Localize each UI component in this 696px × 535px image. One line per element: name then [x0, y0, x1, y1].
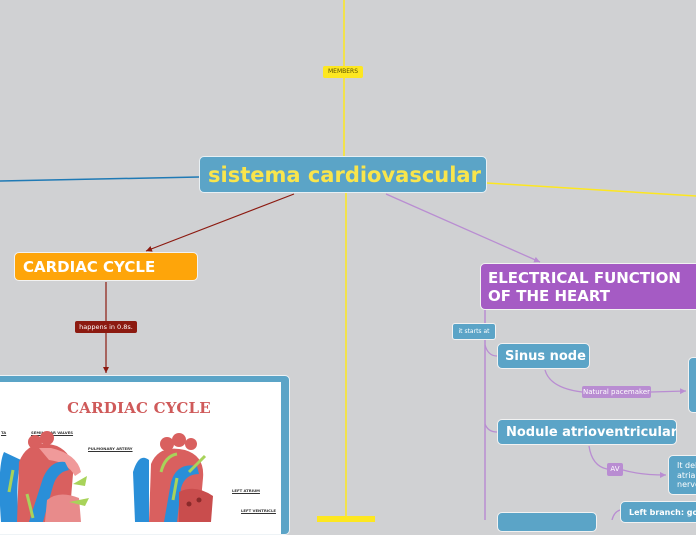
- connector-right-yellow: [486, 182, 696, 197]
- image-caption: TA: [1, 430, 7, 435]
- cardiac-cycle-image: CARDIAC CYCLE TA SEMILUNAR VALVES PULMON…: [0, 382, 281, 534]
- sinus-node[interactable]: Sinus node: [497, 343, 590, 369]
- electrical-function-node[interactable]: ELECTRICAL FUNCTION OF THE HEART: [480, 263, 696, 310]
- pacemaker-detail-node[interactable]: [688, 357, 696, 413]
- image-title: CARDIAC CYCLE: [67, 399, 211, 417]
- image-caption: LEFT VENTRICLE: [241, 508, 276, 513]
- image-caption: SEMILUNAR VALVES: [31, 430, 74, 435]
- av-label[interactable]: AV: [607, 463, 623, 476]
- connector-cardiac: [145, 193, 295, 252]
- cardiac-cycle-image-node[interactable]: CARDIAC CYCLE TA SEMILUNAR VALVES PULMON…: [0, 375, 290, 535]
- members-label[interactable]: MEMBERS: [323, 66, 363, 78]
- image-caption: LEFT ATRIUM: [232, 488, 260, 493]
- heart-left: [0, 431, 89, 522]
- image-caption: PULMONARY ARTERY: [88, 446, 133, 451]
- bundle-node[interactable]: [497, 512, 597, 532]
- happens-in-label[interactable]: happens in 0.8s.: [75, 321, 137, 333]
- central-topic[interactable]: sistema cardiovascular: [199, 156, 487, 193]
- av-delay-node[interactable]: It del atria nerve: [668, 455, 696, 495]
- it-starts-at-label[interactable]: it starts at: [452, 323, 496, 340]
- connector-av: [588, 445, 667, 478]
- members-bottom-node[interactable]: [317, 516, 375, 522]
- connector-left-branch: [611, 509, 621, 520]
- connector-left-blue: [0, 176, 200, 182]
- connector-nodule: [484, 423, 498, 433]
- connector-sinus: [484, 344, 498, 357]
- cardiac-cycle-node[interactable]: CARDIAC CYCLE: [14, 252, 198, 281]
- connector-electrical: [385, 193, 541, 263]
- heart-right: [133, 433, 213, 522]
- nodule-atrioventricular-node[interactable]: Nodule atrioventricular: [497, 419, 677, 445]
- heart-illustration: [0, 431, 213, 522]
- natural-pacemaker-label[interactable]: Natural pacemaker: [582, 386, 651, 398]
